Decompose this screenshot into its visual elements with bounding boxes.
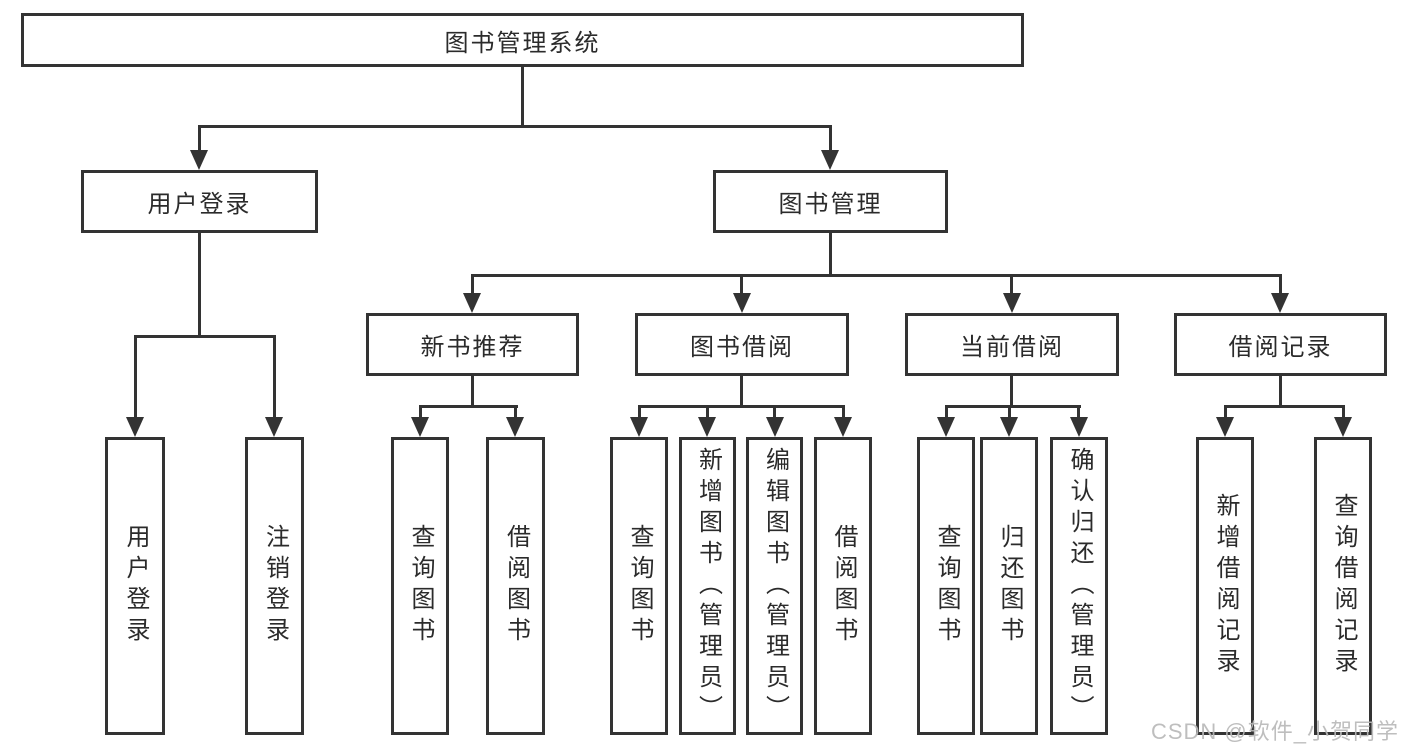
connector-line [471, 376, 474, 405]
arrowhead-down-icon [937, 417, 955, 437]
connector-line [419, 405, 518, 408]
leaf-confirm-return: 确认归还（管理员） [1050, 437, 1108, 735]
connector-line [198, 128, 201, 150]
node-user-login: 用户登录 [81, 170, 318, 233]
arrowhead-down-icon [1216, 417, 1234, 437]
connector-line [471, 277, 474, 293]
node-root: 图书管理系统 [21, 13, 1024, 67]
leaf-return-book: 归还图书 [980, 437, 1038, 735]
connector-line [134, 335, 276, 338]
connector-line [1077, 408, 1080, 417]
arrowhead-down-icon [126, 417, 144, 437]
arrowhead-down-icon [1000, 417, 1018, 437]
leaf-borrow-book-rec: 借阅图书 [486, 437, 545, 735]
leaf-query-record: 查询借阅记录 [1314, 437, 1372, 735]
connector-line [829, 128, 832, 150]
csdn-watermark: CSDN @软件_小贺同学 [1150, 719, 1399, 744]
arrowhead-down-icon [834, 417, 852, 437]
connector-line [419, 408, 422, 417]
connector-line [638, 408, 641, 417]
arrowhead-down-icon [733, 293, 751, 313]
arrowhead-down-icon [463, 293, 481, 313]
leaf-borrow-book-borrow: 借阅图书 [814, 437, 872, 735]
leaf-logout: 注销登录 [245, 437, 304, 735]
connector-line [1224, 405, 1345, 408]
leaf-add-book: 新增图书（管理员） [679, 437, 736, 735]
arrowhead-down-icon [265, 417, 283, 437]
arrowhead-down-icon [411, 417, 429, 437]
connector-line [945, 408, 948, 417]
leaf-query-book-current: 查询图书 [917, 437, 975, 735]
connector-line [1224, 408, 1227, 417]
leaf-add-record: 新增借阅记录 [1196, 437, 1254, 735]
leaf-edit-book: 编辑图书（管理员） [746, 437, 803, 735]
connector-line [521, 67, 524, 125]
connector-line [740, 277, 743, 293]
connector-line [740, 376, 743, 405]
arrowhead-down-icon [1003, 293, 1021, 313]
connector-line [471, 274, 1282, 277]
arrowhead-down-icon [630, 417, 648, 437]
node-book-borrow: 图书借阅 [635, 313, 849, 376]
connector-line [514, 408, 517, 417]
connector-line [1279, 376, 1282, 405]
connector-line [842, 408, 845, 417]
leaf-query-book-borrow: 查询图书 [610, 437, 668, 735]
arrowhead-down-icon [190, 150, 208, 170]
arrowhead-down-icon [1334, 417, 1352, 437]
arrowhead-down-icon [821, 150, 839, 170]
connector-line [134, 338, 137, 417]
node-book-mgmt: 图书管理 [713, 170, 948, 233]
arrowhead-down-icon [506, 417, 524, 437]
node-new-book-rec: 新书推荐 [366, 313, 579, 376]
connector-line [829, 233, 832, 274]
leaf-query-book-rec: 查询图书 [391, 437, 449, 735]
connector-line [773, 408, 776, 417]
connector-line [198, 233, 201, 335]
connector-line [198, 125, 832, 128]
node-current-borrow: 当前借阅 [905, 313, 1119, 376]
connector-line [1342, 408, 1345, 417]
connector-line [945, 405, 1081, 408]
connector-line [1010, 277, 1013, 293]
connector-line [1008, 408, 1011, 417]
connector-line [1010, 376, 1013, 405]
arrowhead-down-icon [698, 417, 716, 437]
arrowhead-down-icon [1070, 417, 1088, 437]
arrowhead-down-icon [1271, 293, 1289, 313]
connector-line [638, 405, 845, 408]
arrowhead-down-icon [766, 417, 784, 437]
connector-line [273, 338, 276, 417]
connector-line [1279, 277, 1282, 293]
node-borrow-records: 借阅记录 [1174, 313, 1387, 376]
leaf-user-login: 用户登录 [105, 437, 165, 735]
connector-line [706, 408, 709, 417]
